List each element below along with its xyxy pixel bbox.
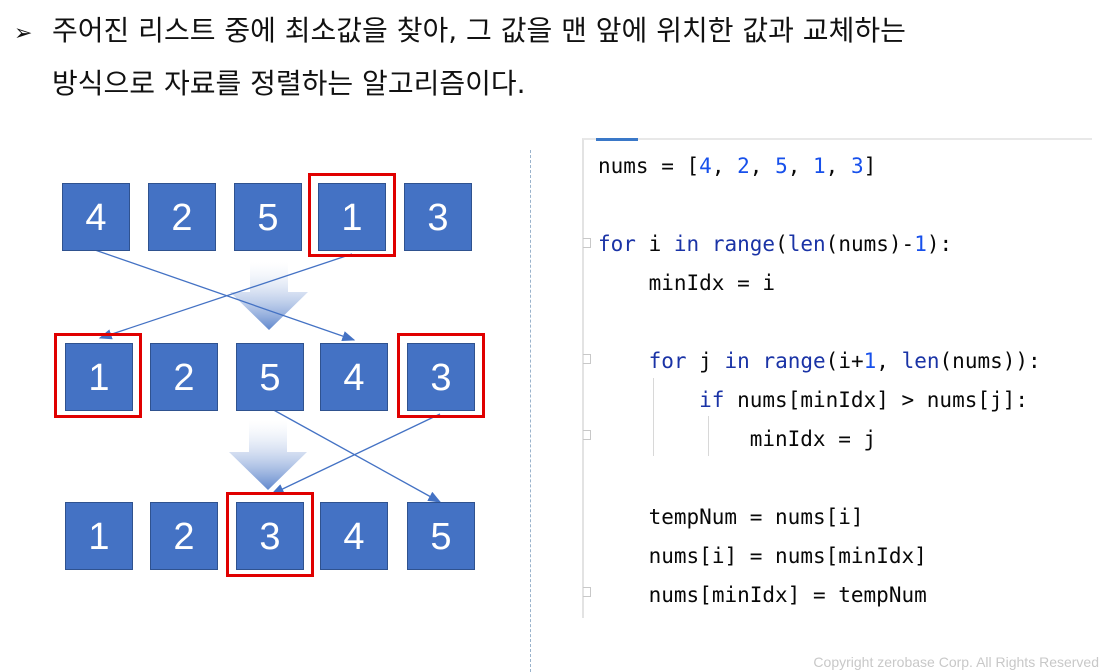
copyright-text: Copyright zerobase Corp. All Rights Rese… — [813, 654, 1099, 670]
down-arrow-icon — [230, 262, 308, 330]
swapped-value-highlight — [226, 492, 314, 577]
indent-guide — [708, 416, 709, 456]
swap-line — [98, 253, 353, 340]
description-line-1-text: 주어진 리스트 중에 최소값을 찾아, 그 값을 맨 앞에 위치한 값과 교체하… — [52, 14, 906, 47]
array-cell: 5 — [407, 502, 475, 570]
array-cell: 5 — [234, 183, 302, 251]
code-line: minIdx = j — [749, 427, 877, 451]
down-arrow-icon — [229, 420, 307, 490]
editor-tab-indicator — [596, 138, 638, 141]
description-text: ➢ 주어진 리스트 중에 최소값을 찾아, 그 값을 맨 앞에 위치한 값과 교체… — [14, 6, 1094, 109]
fold-marker-icon — [583, 587, 591, 597]
array-cell: 1 — [318, 183, 386, 251]
description-line-2: 방식으로 자료를 정렬하는 알고리즘이다. — [52, 67, 526, 100]
min-value-highlight — [397, 333, 485, 418]
section-divider — [530, 150, 531, 672]
code-line: for i in range(len(nums)-1): — [598, 232, 953, 256]
fold-marker-icon — [583, 430, 591, 440]
array-cell: 4 — [62, 183, 130, 251]
array-cell: 3 — [404, 183, 472, 251]
array-cell: 2 — [150, 502, 218, 570]
code-line: nums = [4, 2, 5, 1, 3] — [598, 154, 877, 178]
array-cell: 5 — [236, 343, 304, 411]
code-editor: nums = [4, 2, 5, 1, 3] for i in range(len… — [582, 138, 1092, 618]
code-line: minIdx = i — [648, 271, 776, 295]
array-cell: 2 — [150, 343, 218, 411]
fold-marker-icon — [583, 238, 591, 248]
array-cell: 3 — [236, 502, 304, 570]
swapped-value-highlight — [54, 333, 142, 418]
array-cell: 4 — [320, 502, 388, 570]
array-cell: 2 — [148, 183, 216, 251]
array-cell: 4 — [320, 343, 388, 411]
description-line-1: ➢ 주어진 리스트 중에 최소값을 찾아, 그 값을 맨 앞에 위치한 값과 교체… — [14, 6, 1094, 59]
min-value-highlight — [308, 173, 396, 257]
array-cell: 3 — [407, 343, 475, 411]
swap-line — [94, 249, 356, 342]
swap-line — [270, 413, 441, 495]
indent-guide — [653, 378, 654, 456]
code-line: tempNum = nums[i] — [648, 505, 864, 529]
swap-arrows — [94, 249, 442, 503]
code-line: if nums[minIdx] > nums[j]: — [699, 388, 1028, 412]
arrow-bullet-icon: ➢ — [14, 21, 33, 46]
code-line: nums[i] = nums[minIdx] — [648, 544, 927, 568]
code-line: for j in range(i+1, len(nums)): — [648, 349, 1041, 373]
array-cell: 1 — [65, 502, 133, 570]
fold-marker-icon — [583, 354, 591, 364]
array-cell: 1 — [65, 343, 133, 411]
code-line: nums[minIdx] = tempNum — [648, 583, 927, 607]
